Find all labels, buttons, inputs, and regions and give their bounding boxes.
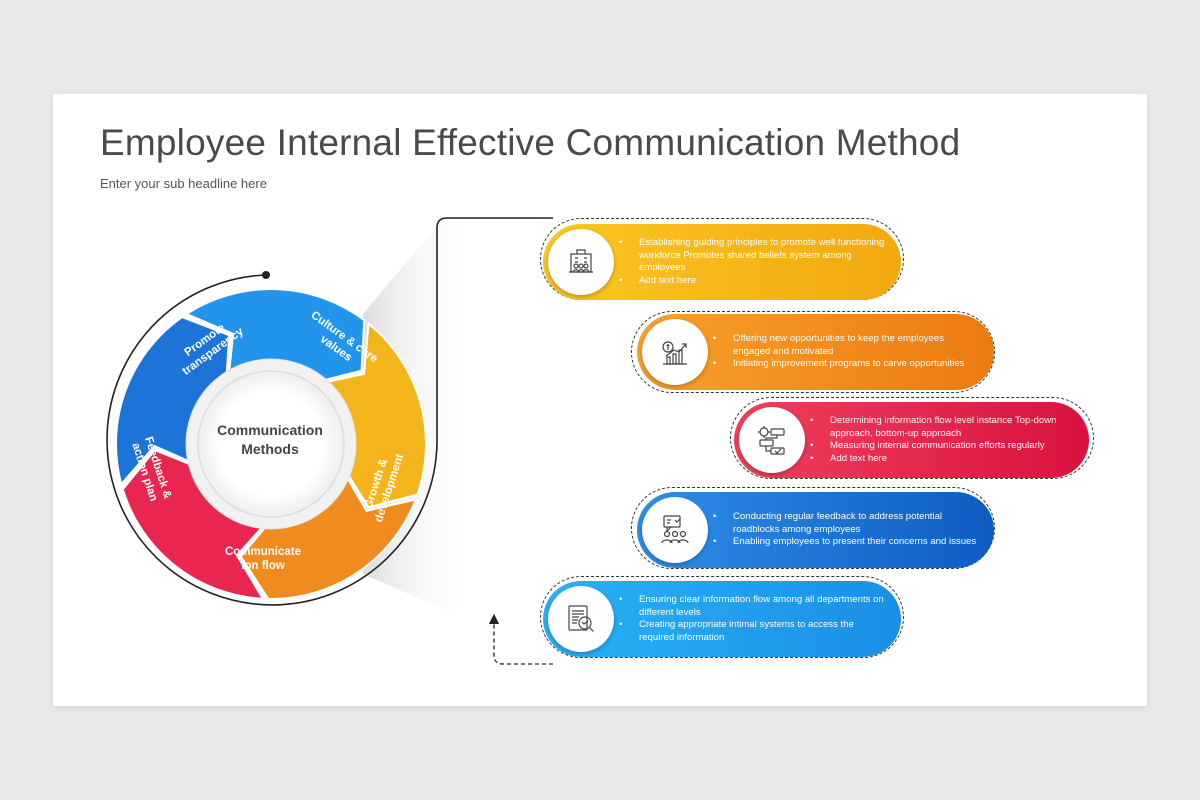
workflow-icon <box>739 407 805 473</box>
pill-outline-3 <box>730 397 1094 479</box>
list-item: Creating appropriate intimal systems to … <box>619 619 889 644</box>
document-search-icon <box>548 586 614 652</box>
method-item-5: Ensuring clear information flow among al… <box>543 581 901 657</box>
return-dashed-line <box>488 613 553 665</box>
method-item-2: Offering new opportunities to keep the e… <box>637 314 994 390</box>
slide: Employee Internal Effective Communicatio… <box>53 94 1147 706</box>
pill-outline-2 <box>631 311 995 393</box>
diagram-canvas <box>106 217 553 665</box>
center-disc <box>197 370 345 518</box>
bullet-list: Offering new opportunities to keep the e… <box>713 333 983 371</box>
connector-line <box>106 217 553 606</box>
list-item: Determining information flow level insta… <box>810 415 1080 440</box>
segment-label-communicate: Communicate ion flow <box>224 546 302 572</box>
wheel-center-label: Communication Methods <box>217 422 323 457</box>
page-subtitle: Enter your sub headline here <box>100 176 267 191</box>
bullet-list: Conducting regular feedback to address p… <box>713 511 983 549</box>
list-item: Initiating improvement programs to carve… <box>713 358 983 371</box>
pill-outline-5 <box>540 576 904 658</box>
list-item: Add text here <box>810 453 1080 466</box>
list-item: Offering new opportunities to keep the e… <box>713 333 983 358</box>
feedback-group-icon <box>642 497 708 563</box>
method-item-3: Determining information flow level insta… <box>734 402 1089 478</box>
growth-chart-icon <box>642 319 708 385</box>
list-item: Ensuring clear information flow among al… <box>619 594 889 619</box>
list-item: Enabling employees to present their conc… <box>713 536 983 549</box>
building-team-icon <box>548 229 614 295</box>
bullet-list: Determining information flow level insta… <box>810 415 1080 466</box>
list-item: Add text here <box>619 275 889 288</box>
list-item: Measuring internal communication efforts… <box>810 440 1080 453</box>
list-item: Conducting regular feedback to address p… <box>713 511 983 536</box>
bullet-list: Ensuring clear information flow among al… <box>619 594 889 644</box>
connector-dot <box>262 271 270 279</box>
pill-outline-4 <box>631 487 995 569</box>
list-item: Establishing guiding principles to promo… <box>619 237 889 275</box>
method-item-1: Establishing guiding principles to promo… <box>543 224 901 300</box>
method-item-4: Conducting regular feedback to address p… <box>637 492 994 568</box>
bullet-list: Establishing guiding principles to promo… <box>619 237 889 288</box>
page-title: Employee Internal Effective Communicatio… <box>100 122 961 163</box>
